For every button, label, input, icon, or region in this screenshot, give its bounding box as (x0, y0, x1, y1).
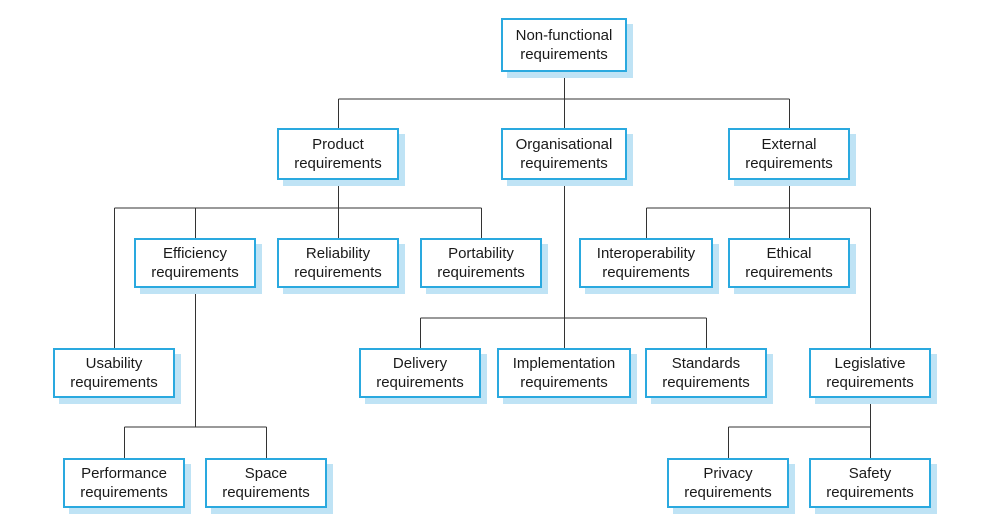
node-usability-requirements: Usability requirements (53, 348, 175, 398)
node-label-line2: requirements (662, 374, 750, 391)
node-label-line2: requirements (520, 374, 608, 391)
node-label-line1: Usability (85, 355, 143, 372)
node-performance-requirements: Performance requirements (63, 458, 185, 508)
node-implementation-requirements: Implementation requirements (497, 348, 631, 398)
node-label-line1: Performance (81, 465, 167, 482)
node-delivery-requirements: Delivery requirements (359, 348, 481, 398)
node-privacy-requirements: Privacy requirements (667, 458, 789, 508)
node-label-line2: requirements (745, 155, 833, 172)
node-organisational-requirements: Organisational requirements (501, 128, 627, 180)
node-label-line1: Interoperability (596, 245, 696, 262)
node-label-line2: requirements (70, 374, 158, 391)
node-label-line1: Space (244, 465, 288, 482)
node-label-line1: Product (312, 136, 364, 153)
node-label-line1: Delivery (392, 355, 448, 372)
node-legislative-requirements: Legislative requirements (809, 348, 931, 398)
node-label-line2: requirements (222, 484, 310, 501)
node-label-line2: requirements (520, 46, 608, 63)
node-label-line2: requirements (684, 484, 772, 501)
node-ethical-requirements: Ethical requirements (728, 238, 850, 288)
node-label-line2: requirements (602, 264, 690, 281)
node-label-line1: Legislative (834, 355, 906, 372)
node-nonfunctional-requirements: Non-functional requirements (501, 18, 627, 72)
node-product-requirements: Product requirements (277, 128, 399, 180)
node-label-line2: requirements (294, 155, 382, 172)
node-label-line2: requirements (826, 374, 914, 391)
node-label-line1: Safety (848, 465, 892, 482)
node-label-line1: External (761, 136, 817, 153)
node-label-line2: requirements (826, 484, 914, 501)
node-label-line1: Non-functional (515, 27, 613, 44)
node-label-line2: requirements (745, 264, 833, 281)
node-safety-requirements: Safety requirements (809, 458, 931, 508)
node-label-line2: requirements (437, 264, 525, 281)
node-space-requirements: Space requirements (205, 458, 327, 508)
node-label-line1: Ethical (766, 245, 812, 262)
node-label-line2: requirements (294, 264, 382, 281)
node-reliability-requirements: Reliability requirements (277, 238, 399, 288)
node-label-line1: Efficiency (163, 245, 227, 262)
node-label-line2: requirements (80, 484, 168, 501)
node-label-line2: requirements (376, 374, 464, 391)
node-standards-requirements: Standards requirements (645, 348, 767, 398)
node-label-line1: Portability (448, 245, 514, 262)
node-label-line1: Organisational (515, 136, 613, 153)
node-label-line1: Privacy (703, 465, 753, 482)
node-label-line1: Reliability (305, 245, 371, 262)
node-label-line1: Standards (671, 355, 741, 372)
node-efficiency-requirements: Efficiency requirements (134, 238, 256, 288)
node-portability-requirements: Portability requirements (420, 238, 542, 288)
node-interoperability-requirements: Interoperability requirements (579, 238, 713, 288)
node-label-line2: requirements (520, 155, 608, 172)
node-label-line2: requirements (151, 264, 239, 281)
node-external-requirements: External requirements (728, 128, 850, 180)
node-label-line1: Implementation (512, 355, 616, 372)
